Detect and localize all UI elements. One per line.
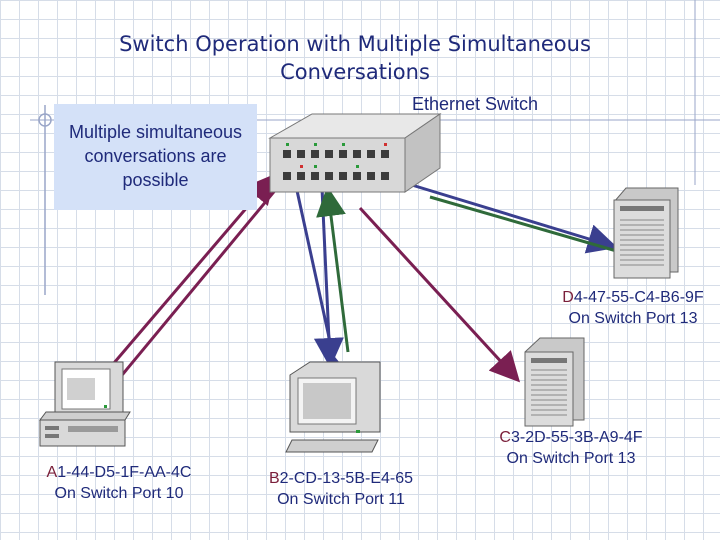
- link-a-to-switch-arrow: [94, 173, 276, 385]
- host-a-mac: 1-44-D5-1F-AA-4C: [57, 464, 192, 481]
- host-c-label: C3-2D-55-3B-A9-4F On Switch Port 13: [466, 427, 676, 469]
- monitor-workstation-icon: [285, 361, 381, 453]
- link-switch-to-c: [358, 206, 521, 383]
- host-c-mac: 3-2D-55-3B-A9-4F: [510, 429, 643, 446]
- host-d-port: On Switch Port 13: [568, 310, 698, 327]
- slide-title-line-1: Switch Operation with Multiple Simultane…: [119, 32, 591, 56]
- server-d-icon: [613, 187, 679, 279]
- host-b-letter: B: [268, 470, 280, 487]
- link-switch-to-d-green: [429, 195, 621, 254]
- host-d-label: D4-47-55-C4-B6-9F On Switch Port 13: [528, 287, 720, 329]
- link-switch-to-d-blue: [401, 180, 618, 254]
- callout-line-2: conversations are: [84, 146, 227, 166]
- host-a-port: On Switch Port 10: [54, 485, 184, 502]
- callout-line-3: possible: [122, 170, 189, 190]
- slide-title-line-2: Conversations: [280, 60, 430, 84]
- host-d-letter: D: [562, 289, 574, 306]
- callout-line-1: Multiple simultaneous: [68, 122, 243, 142]
- host-b-mac: 2-CD-13-5B-E4-65: [279, 470, 414, 487]
- server-c-icon: [524, 337, 585, 427]
- host-b-port: On Switch Port 11: [277, 491, 405, 508]
- host-a-letter: A: [46, 464, 58, 481]
- host-c-letter: C: [499, 429, 511, 446]
- callout-box: Multiple simultaneous conversations are …: [54, 104, 257, 210]
- host-d-mac: 4-47-55-C4-B6-9F: [573, 289, 704, 306]
- desktop-pc-icon: [39, 361, 131, 447]
- switch-label: Ethernet Switch: [411, 94, 539, 114]
- ethernet-switch-icon: [268, 113, 442, 193]
- link-green: [316, 186, 350, 353]
- host-a-label: A1-44-D5-1F-AA-4C On Switch Port 10: [14, 462, 224, 504]
- host-b-label: B2-CD-13-5B-E4-65 On Switch Port 11: [236, 468, 446, 510]
- slide-title: Switch Operation with Multiple Simultane…: [60, 30, 650, 86]
- host-c-port: On Switch Port 13: [506, 450, 636, 467]
- link-switch-to-b: [313, 187, 344, 368]
- link-a-to-switch: [106, 181, 284, 393]
